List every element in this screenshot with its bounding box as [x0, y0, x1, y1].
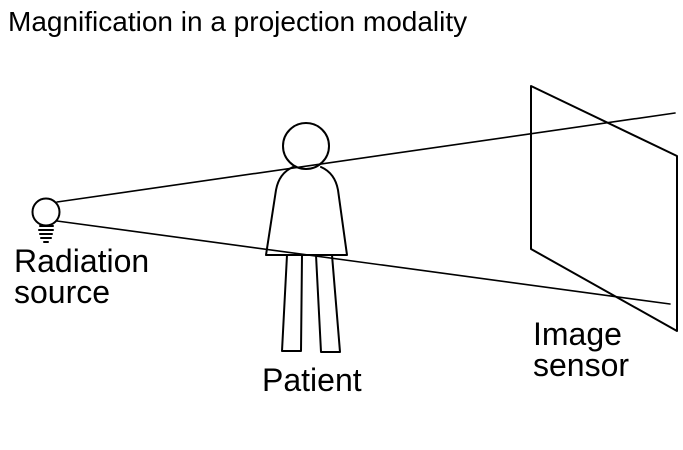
- upper-projection-ray: [56, 112, 676, 203]
- radiation-source-label-line1: Radiation: [14, 243, 149, 279]
- diagram-line-art: [31, 85, 678, 353]
- image-sensor-label-line1: Image: [533, 316, 622, 352]
- patient-label: Patient: [262, 362, 362, 398]
- bulb-glass: [31, 197, 61, 227]
- radiation-source-label-line2: source: [14, 274, 110, 310]
- patient-head: [282, 122, 330, 170]
- patient-figure: [265, 122, 348, 353]
- patient-legs: [281, 254, 341, 353]
- diagram-title: Magnification in a projection modality: [8, 6, 467, 37]
- patient-torso: [265, 166, 348, 256]
- image-sensor-label-line2: sensor: [533, 347, 629, 383]
- light-bulb-icon: [31, 197, 61, 243]
- image-sensor-panel: [530, 85, 678, 332]
- lower-projection-ray: [56, 220, 671, 305]
- diagram-labels: Magnification in a projection modality R…: [8, 6, 629, 398]
- bulb-base: [38, 225, 54, 243]
